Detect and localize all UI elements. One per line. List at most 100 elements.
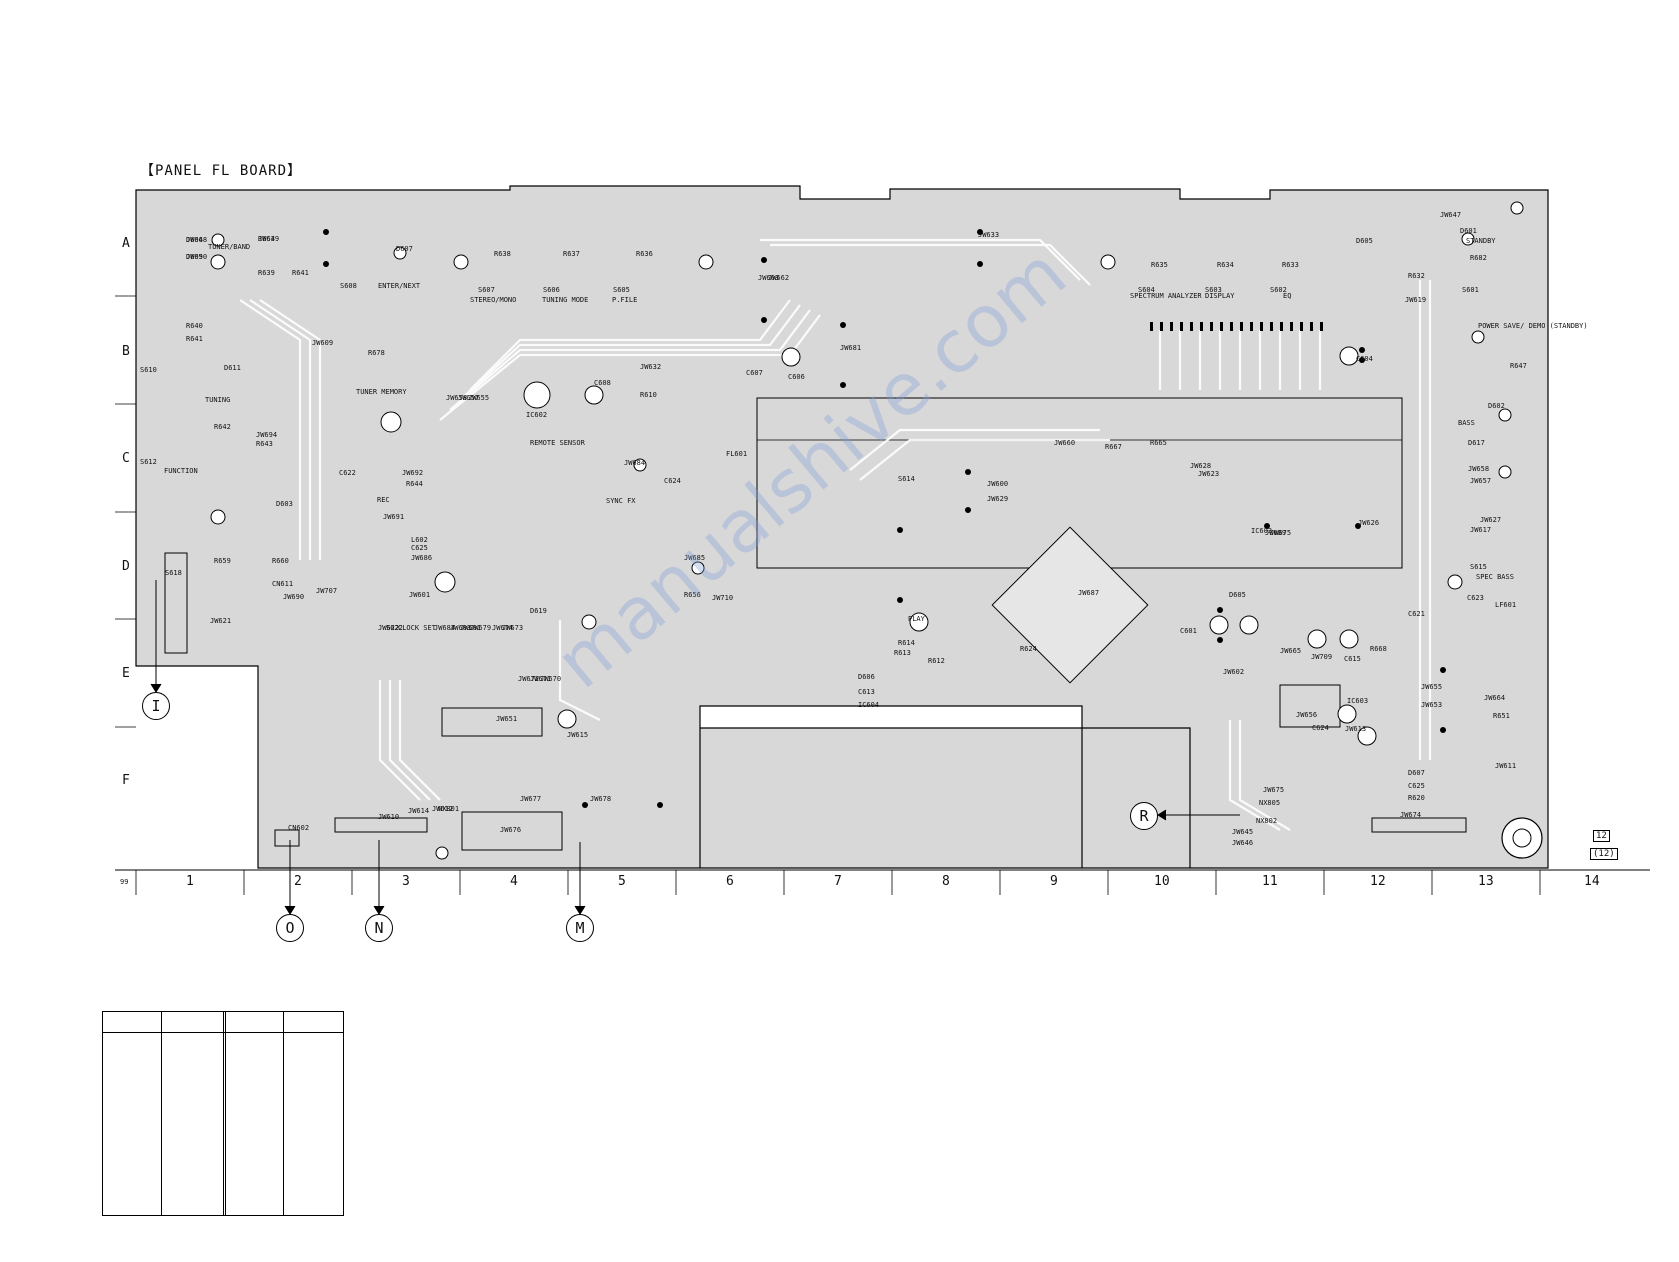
- component-label: TUNING MODE: [542, 296, 589, 304]
- dc-jack: [1501, 817, 1543, 859]
- component-label: JW690: [283, 593, 305, 601]
- component-label: C607: [746, 369, 763, 377]
- component-label: FUNCTION: [164, 467, 198, 475]
- row-label-a: A: [122, 236, 130, 251]
- component-label: R613: [894, 649, 911, 657]
- component-label: JW671: [530, 675, 552, 683]
- component-label: JW675: [1270, 529, 1292, 537]
- connector-o: O: [276, 914, 304, 942]
- col-label-13: 13: [1478, 874, 1494, 889]
- component-label: C625: [411, 544, 428, 552]
- component-label: JW611: [1495, 762, 1517, 770]
- diagram-title: 【PANEL FL BOARD】: [140, 163, 303, 179]
- connector-m: M: [566, 914, 594, 942]
- connector-r: R: [1130, 802, 1158, 830]
- leds: [211, 232, 1512, 575]
- component-label: R659: [214, 557, 231, 565]
- component-label: JW602: [1223, 668, 1245, 676]
- component-label: C613: [858, 688, 875, 696]
- component-label: TUNER/BAND: [208, 243, 251, 251]
- component-label: JW647: [1440, 211, 1462, 219]
- col-label-10: 10: [1154, 874, 1170, 889]
- legend-table: [102, 1011, 344, 1216]
- component-label: PLAY: [908, 615, 925, 623]
- component-label: SPECTRUM ANALYZER: [1130, 292, 1202, 300]
- board-ref-bottom: (12): [1590, 848, 1618, 860]
- board-outline: [135, 185, 1549, 869]
- component-label: R641: [292, 269, 309, 277]
- component-label: R638: [494, 250, 511, 258]
- component-label: R665: [1150, 439, 1167, 447]
- ic604-box: [441, 707, 543, 737]
- component-label: JW650: [186, 253, 208, 261]
- component-label: R647: [1510, 362, 1527, 370]
- component-label: R632: [1408, 272, 1425, 280]
- component-label: R660: [272, 557, 289, 565]
- component-label: JW664: [1484, 694, 1506, 702]
- component-label: JW694: [256, 431, 278, 439]
- component-label: R612: [928, 657, 945, 665]
- component-label: S604: [1138, 286, 1155, 294]
- component-label: JW662: [768, 274, 790, 282]
- component-label: IC603: [1347, 697, 1369, 705]
- legend-col-divider: [223, 1012, 226, 1215]
- component-label: S602: [1270, 286, 1287, 294]
- component-label: JW626: [1358, 519, 1380, 527]
- component-label: JW674: [492, 624, 514, 632]
- component-label: C608: [594, 379, 611, 387]
- col-label-6: 6: [726, 874, 734, 889]
- component-label: JW615: [567, 731, 589, 739]
- component-label: R639: [258, 269, 275, 277]
- component-label: P.FILE: [612, 296, 638, 304]
- row-ticks: [115, 295, 136, 728]
- component-label: JW658: [446, 394, 468, 402]
- component-label: JW621: [210, 617, 232, 625]
- mounting-holes: [210, 201, 1524, 860]
- component-label: R620: [1408, 794, 1425, 802]
- cn611-box: [164, 552, 188, 654]
- component-label: C604: [1356, 355, 1373, 363]
- component-label: D607: [1408, 769, 1425, 777]
- component-label: R678: [368, 349, 385, 357]
- component-label: R682: [1470, 254, 1487, 262]
- nx805-box: [274, 829, 300, 847]
- component-label: JW617: [1470, 526, 1492, 534]
- component-label: D605: [1229, 591, 1246, 599]
- component-label: R633: [1282, 261, 1299, 269]
- fl-pins: [1150, 322, 1323, 331]
- component-label: POWER SAVE/ DEMO (STANDBY): [1478, 322, 1588, 330]
- component-label: JW687: [1078, 589, 1100, 597]
- component-label: C622: [339, 469, 356, 477]
- component-label: JW672: [518, 675, 540, 683]
- component-label: JW632: [640, 363, 662, 371]
- component-label: R640: [186, 322, 203, 330]
- nx802-box: [1371, 817, 1467, 833]
- col-label-2: 2: [294, 874, 302, 889]
- component-label: JW692: [402, 469, 424, 477]
- component-label: JW612: [432, 805, 454, 813]
- component-label: C624: [1312, 724, 1329, 732]
- col-label-14: 14: [1584, 874, 1600, 889]
- component-label: D603: [276, 500, 293, 508]
- component-label: NX801: [438, 805, 460, 813]
- component-label: JW670: [540, 675, 562, 683]
- component-label: D606: [858, 673, 875, 681]
- component-label: R614: [898, 639, 915, 647]
- component-label: SPEC BASS: [1476, 573, 1514, 581]
- component-label: JW628: [1190, 462, 1212, 470]
- component-label: JW684: [624, 459, 646, 467]
- component-label: R656: [684, 591, 701, 599]
- component-label: JW675: [1263, 786, 1285, 794]
- ic603-soic: [1279, 684, 1341, 728]
- component-label: IC602: [526, 411, 548, 419]
- component-label: C601: [1180, 627, 1197, 635]
- component-label: JW681: [460, 624, 482, 632]
- component-label: JW686: [411, 554, 433, 562]
- component-label: D617: [1468, 439, 1485, 447]
- component-label: R636: [636, 250, 653, 258]
- component-label: BASS: [1458, 419, 1475, 427]
- legend-col-divider: [283, 1012, 284, 1215]
- component-label: R667: [1105, 443, 1122, 451]
- component-label: JW673: [502, 624, 524, 632]
